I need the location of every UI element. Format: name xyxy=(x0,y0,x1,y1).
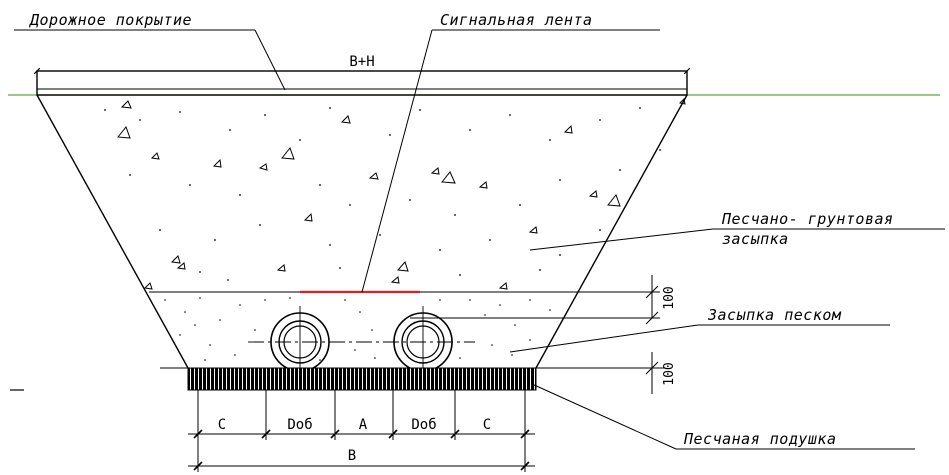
callout-sand-soil-backfill xyxy=(529,228,945,251)
callout-road-surface xyxy=(14,29,286,91)
trench-left-wall xyxy=(36,94,189,369)
segment-dob-right: Dоб xyxy=(411,417,436,433)
bottom-width-label: B xyxy=(348,448,356,464)
road-surface-layer xyxy=(36,70,688,96)
segment-a: A xyxy=(359,417,368,433)
top-width-label: B+H xyxy=(349,54,374,70)
trench-right-wall xyxy=(535,94,688,369)
callout-sand-backfill xyxy=(509,324,890,353)
pipe-centerlines xyxy=(248,306,475,378)
soil-dots xyxy=(104,107,661,281)
layer-thickness-dimensions xyxy=(410,275,660,394)
label-sand-cushion: Песчаная подушка xyxy=(683,430,837,448)
label-backfill-line1: Песчано- грунтовая xyxy=(721,210,894,228)
callout-sand-cushion xyxy=(531,383,915,450)
segment-c-left: C xyxy=(218,417,226,433)
label-sand-backfill: Засыпка песком xyxy=(707,306,842,324)
label-signal-tape: Сигнальная лента xyxy=(440,11,593,29)
sand-cushion-layer xyxy=(187,367,537,391)
label-road-surface: Дорожное покрытие xyxy=(28,11,192,29)
soil-backfill-texture xyxy=(117,97,686,290)
label-backfill-line2: засыпка xyxy=(722,230,789,248)
callout-signal-tape xyxy=(361,29,660,293)
layer-below-pipes-dimension: 100 xyxy=(662,362,677,385)
segment-dob-left: Dоб xyxy=(287,417,312,433)
segment-c-right: C xyxy=(483,417,491,433)
bottom-dimension-ticks xyxy=(193,429,530,471)
sand-dots xyxy=(164,297,551,361)
layer-above-pipes-dimension: 100 xyxy=(662,286,677,309)
bottom-dimension-lines xyxy=(188,390,535,472)
